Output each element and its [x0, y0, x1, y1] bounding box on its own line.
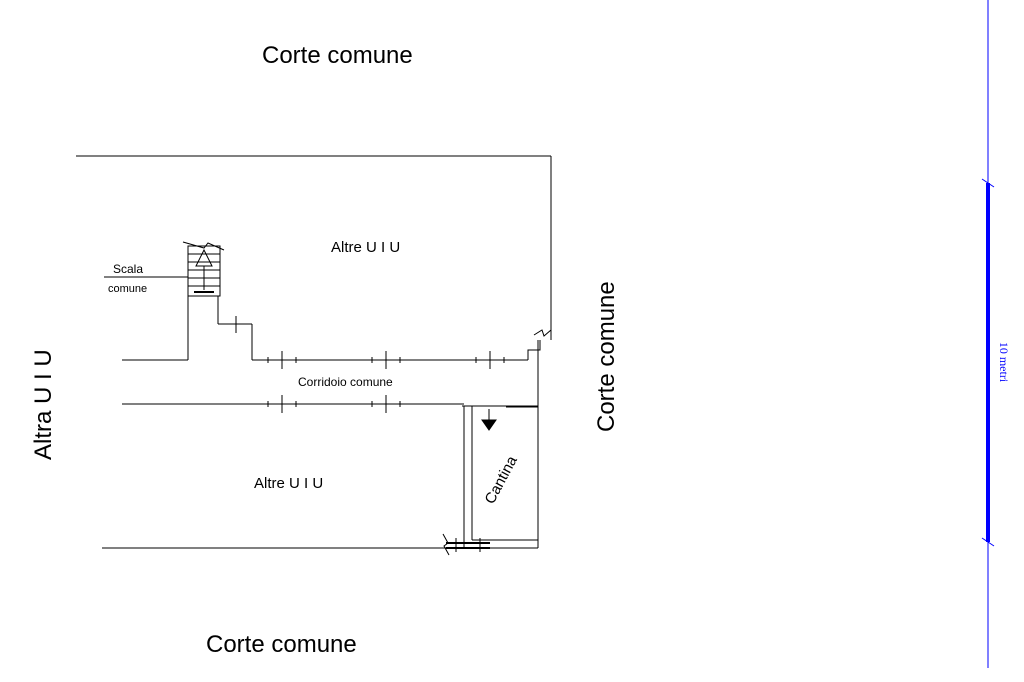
- scale-bar: 10 metri: [981, 0, 1011, 668]
- stairs: [104, 241, 225, 297]
- altra-uiu-left-label: Altra U I U: [30, 349, 57, 460]
- corte-comune-bottom-label: Corte comune: [206, 631, 357, 658]
- corte-comune-top-label: Corte comune: [262, 42, 413, 69]
- corridor-walls: [122, 296, 552, 413]
- scala-label: Scala: [113, 262, 143, 276]
- altre-uiu-upper-label: Altre U I U: [331, 239, 400, 256]
- corte-comune-right-label: Corte comune: [593, 281, 620, 432]
- altre-uiu-lower-label: Altre U I U: [254, 475, 323, 492]
- corridoio-comune-label: Corridoio comune: [298, 375, 393, 389]
- scale-bar-label: 10 metri: [997, 342, 1011, 383]
- cantina-label: Cantina: [482, 453, 522, 507]
- cantina-room: [442, 405, 538, 556]
- scala-comune-label: comune: [108, 283, 147, 295]
